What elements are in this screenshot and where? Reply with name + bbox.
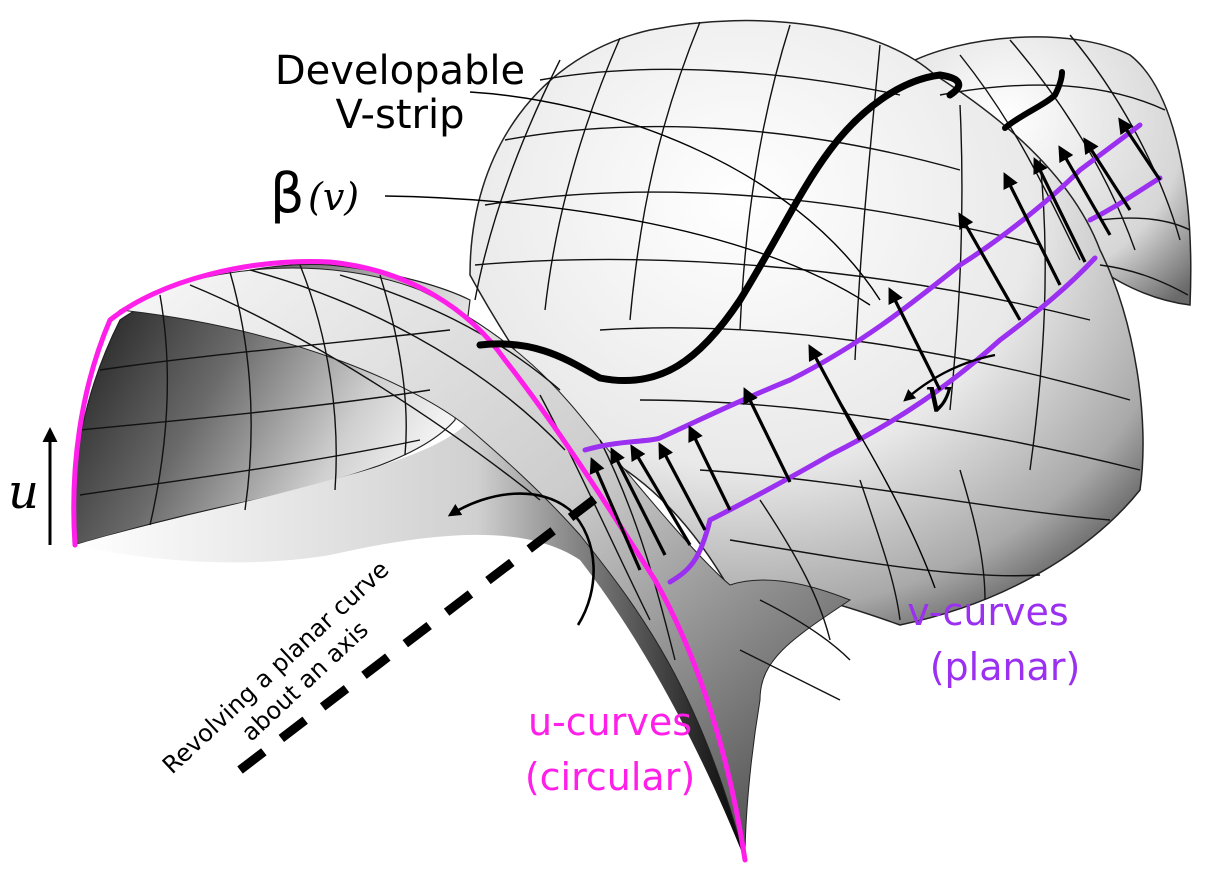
revolve-label: Revolving a planar curve	[157, 555, 394, 779]
ruling-arrow	[589, 457, 642, 571]
mesh-line	[739, 649, 841, 701]
beta-curve-group	[476, 69, 1065, 385]
mesh-line	[1029, 159, 1046, 471]
u-curves-label: u-curves	[528, 700, 692, 744]
mesh-line	[1069, 34, 1181, 241]
mesh-line	[1099, 217, 1191, 231]
mesh-line	[1099, 264, 1189, 296]
ruling-arrow	[1118, 117, 1162, 181]
ruling-arrow	[688, 425, 732, 511]
mesh-line	[854, 44, 881, 361]
mesh-grid	[79, 21, 1191, 701]
u-axis-label: u	[8, 464, 39, 520]
title-v-strip: V-strip	[336, 92, 465, 138]
mesh-line	[474, 59, 561, 301]
v-direction-arrow	[903, 353, 996, 402]
mesh-line	[759, 499, 831, 641]
mesh-line	[229, 271, 252, 511]
u-curve	[71, 259, 748, 863]
title-developable: Developable	[275, 48, 525, 94]
mesh-line	[484, 191, 1041, 246]
mesh-line	[189, 284, 541, 501]
ruling-arrow	[1083, 137, 1132, 211]
mesh-line	[959, 54, 1081, 261]
mesh-line	[79, 389, 431, 431]
mesh-line	[299, 264, 337, 491]
surface	[73, 19, 1192, 861]
mesh-line	[739, 24, 791, 331]
beta-curve	[476, 71, 963, 385]
ruling-arrow	[658, 442, 707, 531]
mesh-line	[149, 294, 169, 526]
mesh-line	[544, 37, 621, 311]
mesh-line	[99, 329, 451, 371]
mesh-line	[959, 469, 986, 601]
mesh-line	[729, 539, 1041, 577]
v-arrow-line	[903, 353, 996, 402]
beta-argument: (v)	[308, 175, 359, 219]
outer-lip	[75, 425, 745, 860]
mesh-line	[539, 68, 901, 96]
main-dome	[469, 19, 1144, 626]
ruling-arrow	[1058, 145, 1112, 236]
mesh-line	[599, 327, 1131, 401]
ruling-arrow	[610, 447, 667, 556]
leader-developable	[469, 91, 881, 301]
u-curves	[71, 259, 748, 863]
mesh-line	[379, 274, 407, 456]
v-curves-sub: (planar)	[930, 645, 1081, 689]
axis-dashed-line	[237, 491, 603, 774]
leader-v-curves	[829, 384, 936, 589]
mesh-line	[759, 599, 851, 661]
ruling-arrow	[888, 287, 942, 391]
ruling-arrow	[1033, 157, 1087, 263]
mesh-line	[629, 21, 701, 321]
mesh-line	[859, 479, 901, 621]
rotation-arrow	[447, 492, 595, 626]
v-curve	[667, 255, 1098, 585]
mesh-line	[699, 469, 1111, 521]
v-curves-label: v-curves	[907, 590, 1068, 634]
mesh-line	[339, 274, 561, 391]
leader-lines	[384, 91, 936, 589]
mesh-line	[474, 258, 1091, 321]
ruling-arrow	[743, 387, 792, 483]
ruling-arrow	[630, 444, 692, 546]
mesh-line	[949, 104, 963, 411]
front-arch	[118, 267, 852, 861]
mesh-line	[599, 439, 676, 661]
ruling-arrow	[1003, 172, 1062, 286]
beta-curve-back	[1002, 69, 1065, 131]
u-curves-sub: (circular)	[525, 755, 695, 799]
leader-beta	[384, 195, 871, 306]
beta-symbol: β	[270, 162, 304, 225]
ruling-arrow	[958, 212, 1022, 321]
mesh-line	[504, 125, 961, 171]
mesh-line	[79, 439, 421, 496]
mesh-line	[249, 269, 566, 451]
v-curve	[582, 122, 1143, 453]
v-axis-label: v	[925, 368, 952, 424]
revolution-axis	[237, 491, 603, 774]
